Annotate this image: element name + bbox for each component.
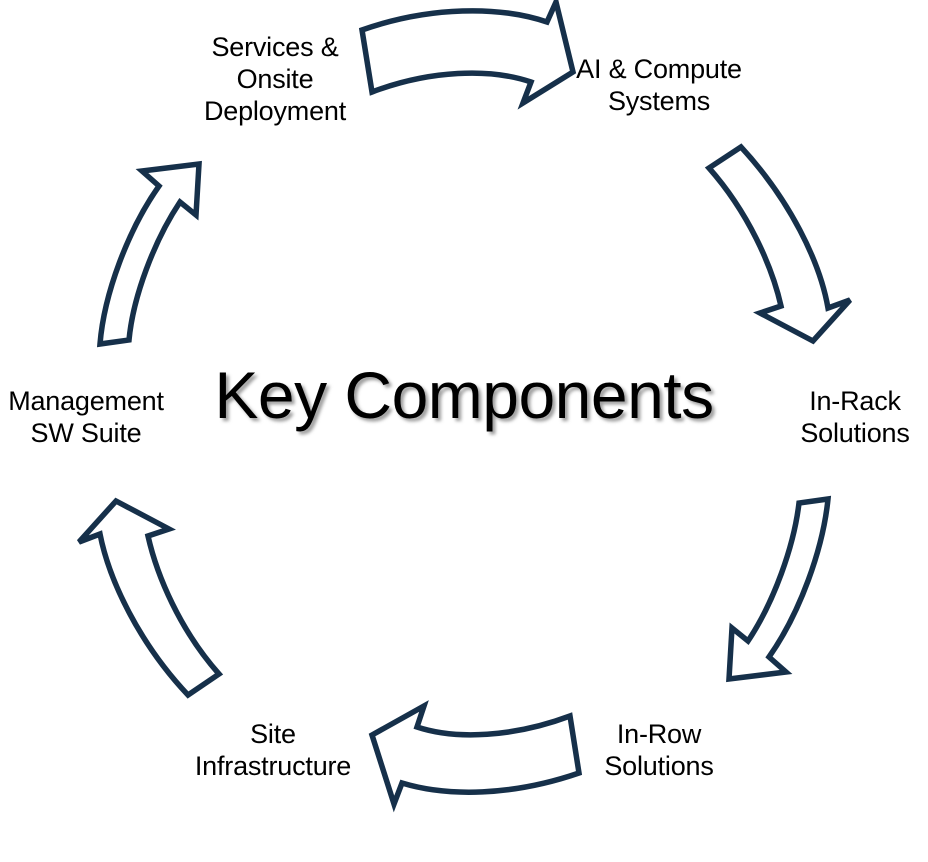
cycle-label-site-infrastructure: Site Infrastructure bbox=[194, 719, 352, 781]
arrow-lower-right bbox=[726, 495, 832, 683]
cycle-label-management-sw-suite: Management SW Suite bbox=[8, 386, 164, 448]
arrow-upper-right bbox=[704, 143, 853, 345]
cycle-label-in-rack-solutions: In-Rack Solutions bbox=[800, 386, 910, 448]
arrow-top bbox=[358, 0, 577, 110]
arrow-lower-left bbox=[76, 497, 224, 699]
cycle-label-in-row-solutions: In-Row Solutions bbox=[604, 719, 714, 781]
cycle-label-services-onsite-deployment: Services & Onsite Deployment bbox=[203, 32, 347, 126]
cycle-label-ai-compute-systems: AI & Compute Systems bbox=[576, 54, 742, 116]
arrow-bottom bbox=[368, 700, 583, 813]
diagram-center-title: Key Components bbox=[214, 358, 714, 432]
arrow-upper-left bbox=[96, 160, 202, 348]
